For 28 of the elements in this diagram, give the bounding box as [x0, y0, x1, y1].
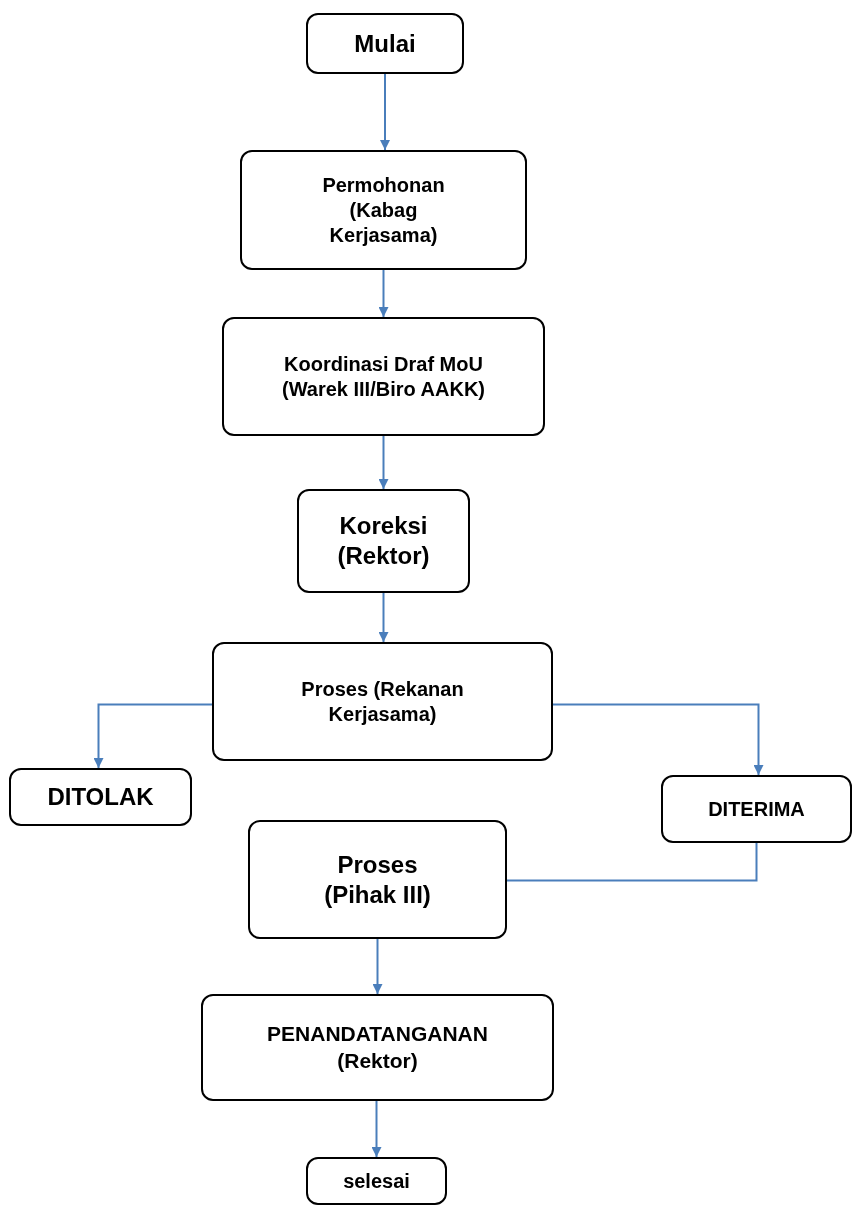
process-box	[661, 775, 852, 843]
process-box	[240, 150, 527, 270]
node-text: PENANDATANGANAN (Rektor)	[266, 1021, 489, 1074]
node-text: selesai	[343, 1168, 410, 1194]
node-text: Koreksi (Rektor)	[336, 511, 431, 571]
process-box	[212, 642, 553, 761]
arrow	[378, 435, 389, 490]
process-box	[222, 317, 545, 436]
node-text: Mulai	[354, 28, 416, 59]
process-box	[9, 768, 192, 826]
process-box	[248, 820, 507, 939]
arrow	[380, 73, 390, 151]
process-box	[306, 1157, 447, 1205]
arrow	[371, 1100, 382, 1158]
process-box	[297, 489, 470, 593]
arrow	[378, 592, 389, 643]
node-text: Koordinasi Draf MoU (Warek III/Biro AAKK)	[281, 351, 486, 402]
arrow	[378, 269, 389, 318]
arrow	[552, 703, 764, 776]
arrow	[93, 703, 213, 769]
process-box	[306, 13, 464, 74]
node-text: Proses (Rekanan Kerjasama)	[300, 676, 465, 727]
node-text: DITERIMA	[708, 796, 805, 822]
node-text: Proses (Pihak III)	[323, 849, 432, 910]
node-text: Permohonan (Kabag Kerjasama)	[321, 172, 446, 248]
process-box	[201, 994, 554, 1101]
node-text: DITOLAK	[47, 782, 154, 812]
arrow	[372, 938, 383, 995]
